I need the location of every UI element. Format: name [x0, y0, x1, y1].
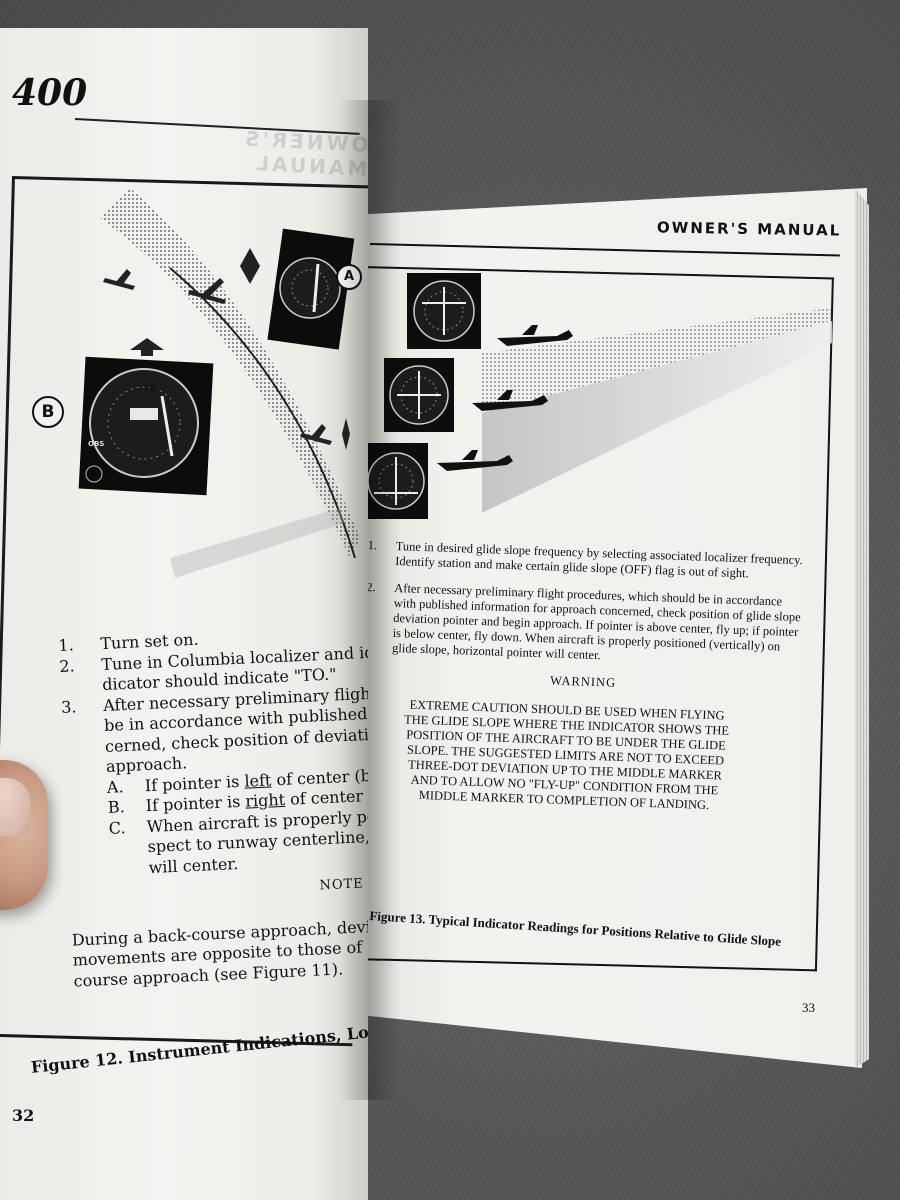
page-number-left: 32 [12, 1106, 35, 1125]
book-gutter-shadow [340, 100, 400, 1100]
warning-text: EXTREME CAUTION SHOULD BE USED WHEN FLYI… [403, 697, 730, 813]
glide-slope-beam-lower [482, 321, 832, 513]
obs-instrument-a [267, 228, 355, 350]
aircraft-silhouette-3 [300, 424, 332, 445]
glide-slope-instrument-3 [364, 443, 428, 519]
up-arrow [130, 338, 164, 356]
panel-label-b: B [32, 396, 64, 428]
glide-slope-illustration [364, 273, 832, 519]
left-page-steps: 1.Turn set on. 2.Tune in Columbia locali… [58, 621, 368, 991]
glide-slope-instrument-2 [384, 358, 454, 432]
note-text: During a back-course approach, deviation… [71, 912, 368, 992]
page-edges [855, 188, 869, 1068]
flight-path-curve [169, 267, 356, 559]
aircraft-silhouette-2 [188, 278, 226, 304]
direction-arrow-2 [342, 418, 350, 450]
obs-flag: TO [143, 384, 157, 394]
left-page: 400 OWNER'S MANUAL A B T [0, 28, 368, 1200]
localizer-approach-illustration [78, 188, 360, 578]
direction-arrow [240, 248, 260, 284]
jet-silhouette-upper [497, 325, 573, 346]
header-rule [369, 243, 840, 257]
glide-slope-instrument-1 [407, 273, 481, 349]
localizer-beam [100, 188, 360, 558]
thumb [0, 760, 48, 910]
step-2: 2. After necessary preliminary flight pr… [366, 580, 801, 663]
warning-heading: WARNING [549, 673, 617, 690]
right-page-text: 1. Tune in desired glide slope frequency… [362, 538, 808, 816]
aircraft-silhouette-1 [103, 269, 135, 290]
jet-silhouette-middle [472, 390, 548, 411]
obs-instrument-b [78, 356, 214, 496]
page-number-right: 33 [802, 1000, 815, 1015]
glide-slope-beam-upper [482, 308, 832, 413]
right-page: OWNER'S MANUAL [362, 188, 867, 1068]
obs-marking: OBS [88, 440, 105, 448]
panel-label-a: A [336, 264, 362, 290]
lower-cross-structure [170, 508, 345, 578]
jet-silhouette-lower [437, 450, 513, 471]
page-header-number: 400 [12, 72, 88, 114]
thumbnail-nail [0, 778, 30, 836]
right-page-header: OWNER'S MANUAL [656, 218, 842, 240]
